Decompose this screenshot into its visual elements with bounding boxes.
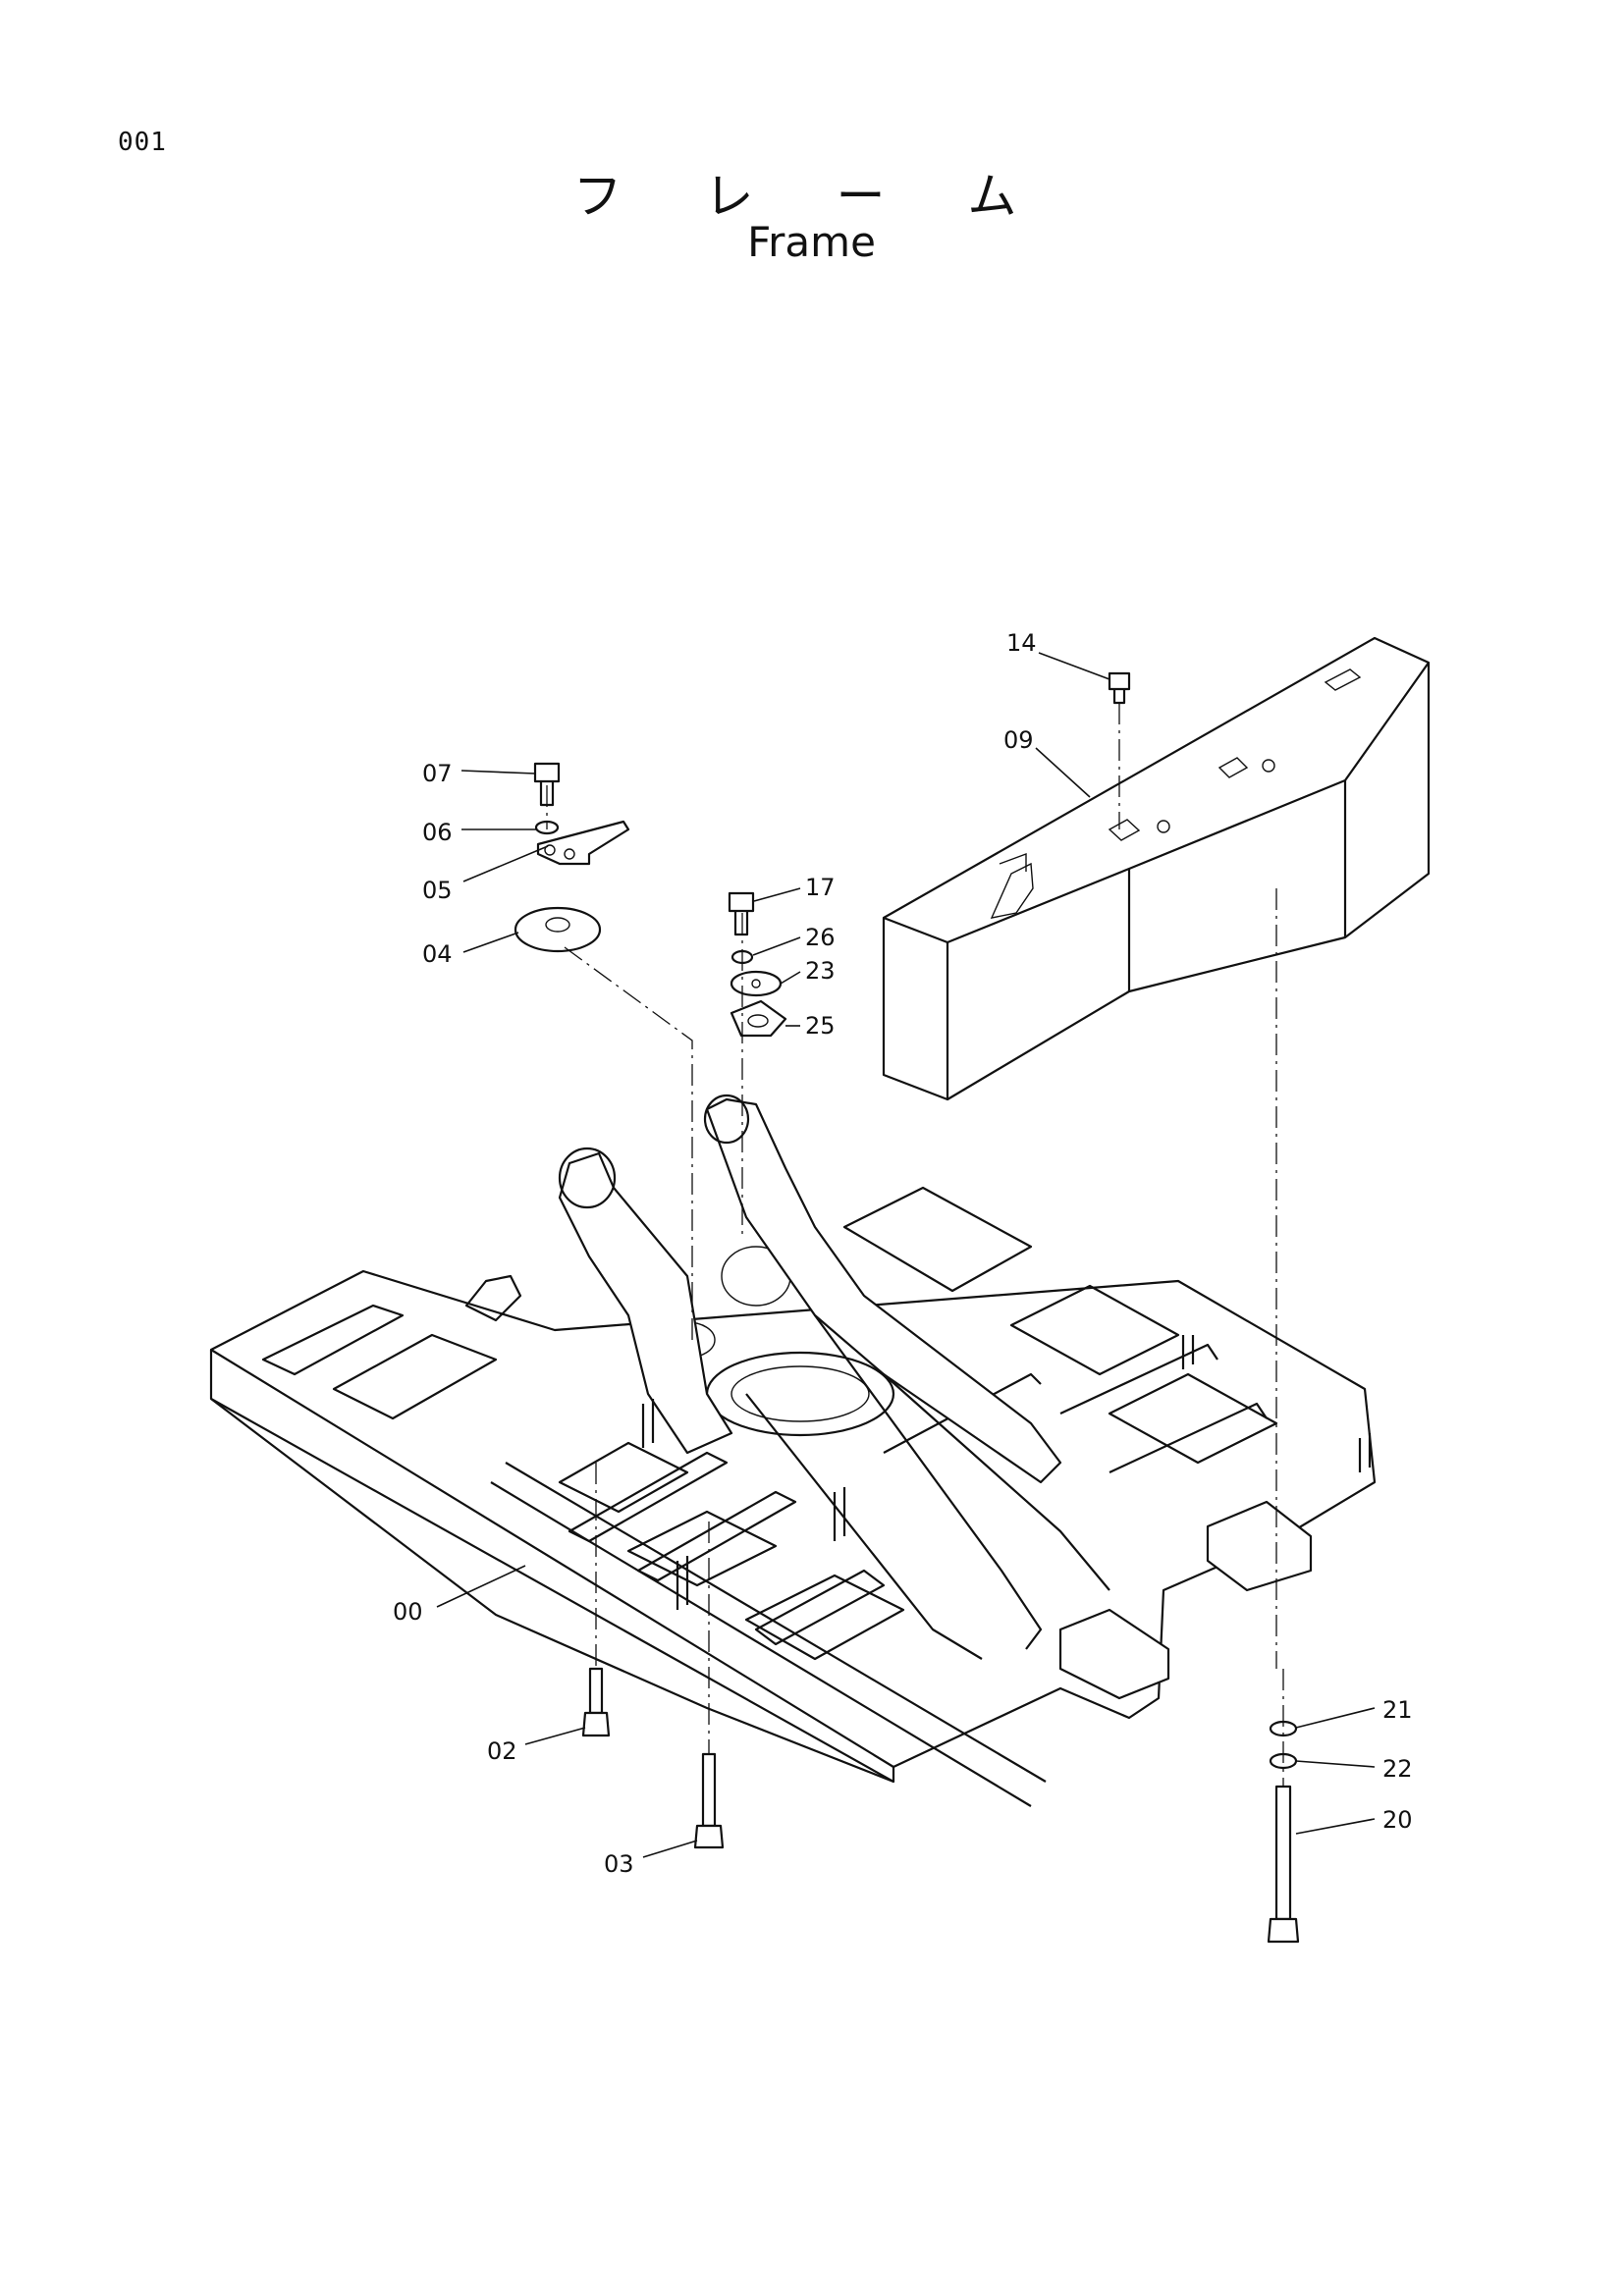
callout-04: 04 — [422, 940, 453, 968]
bolt-02 — [581, 1667, 611, 1737]
plate-04 — [514, 906, 602, 953]
plate-23 — [730, 970, 783, 997]
callout-23: 23 — [805, 957, 836, 985]
bolt-03 — [693, 1752, 725, 1849]
callout-03: 03 — [604, 1850, 634, 1878]
callout-07: 07 — [422, 760, 453, 787]
center-lines — [546, 703, 1284, 1787]
title-english: Frame — [747, 218, 876, 266]
leader-lines — [436, 652, 1376, 1858]
callout-22: 22 — [1382, 1755, 1413, 1783]
callout-labels: 07 06 05 04 17 26 23 25 14 09 00 02 03 2… — [393, 629, 1413, 1878]
page-number: 001 — [118, 128, 167, 157]
callout-25: 25 — [805, 1012, 836, 1040]
callout-14: 14 — [1006, 629, 1037, 657]
plate-05 — [536, 820, 630, 866]
callout-20: 20 — [1382, 1806, 1413, 1834]
plate-25 — [730, 999, 787, 1038]
main-frame — [209, 1094, 1377, 1807]
callout-09: 09 — [1003, 726, 1034, 754]
bolt-20 — [1267, 1785, 1300, 1944]
callout-06: 06 — [422, 819, 453, 846]
counterweight — [882, 636, 1431, 1101]
callout-05: 05 — [422, 877, 453, 904]
title-japanese: フ レ ー ム — [572, 168, 1051, 225]
callout-00: 00 — [393, 1598, 423, 1626]
callout-21: 21 — [1382, 1696, 1413, 1724]
callout-02: 02 — [487, 1737, 517, 1765]
bolt-17 — [728, 891, 755, 936]
callout-17: 17 — [805, 874, 836, 901]
bolt-14 — [1108, 671, 1131, 705]
callout-26: 26 — [805, 924, 836, 951]
